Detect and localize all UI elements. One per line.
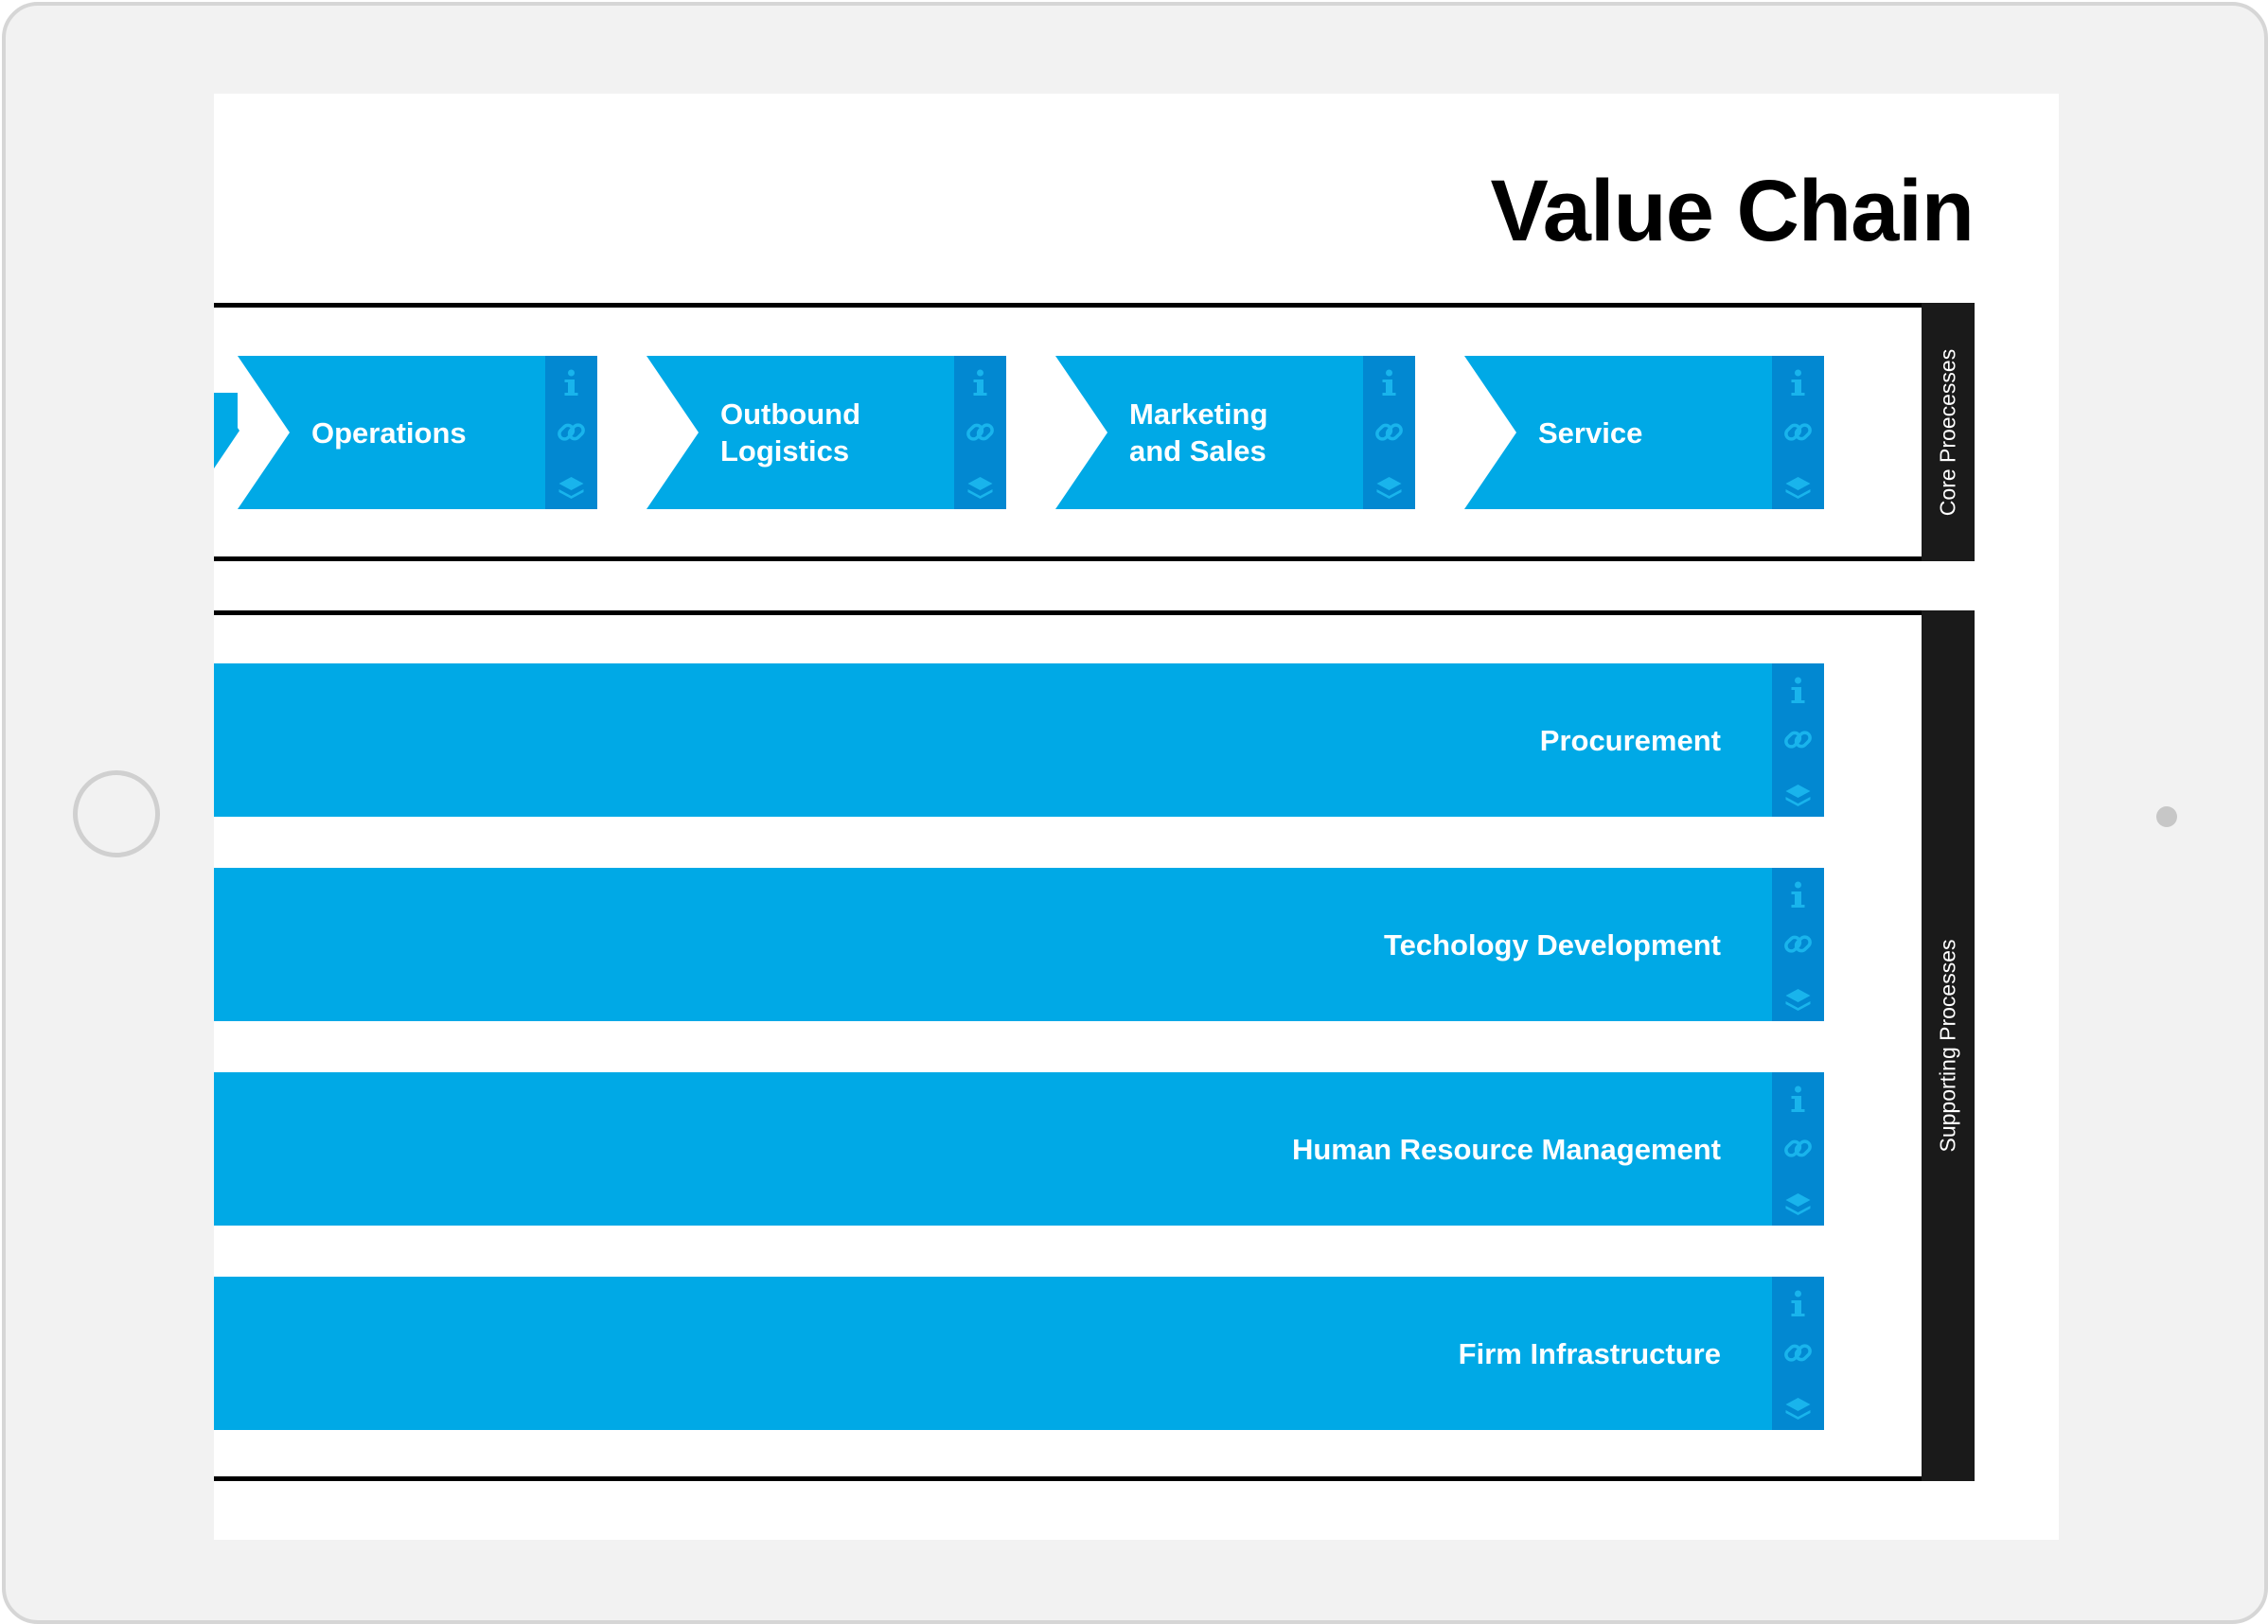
link-icon[interactable] bbox=[1784, 1139, 1813, 1157]
label-line: Service bbox=[1538, 415, 1643, 450]
info-icon[interactable] bbox=[1791, 1086, 1805, 1113]
layers-icon[interactable] bbox=[967, 477, 993, 499]
core-processes-section: Core Proecesses bbox=[214, 303, 1975, 561]
label-line: and Sales bbox=[1129, 434, 1267, 468]
info-icon[interactable] bbox=[1791, 677, 1805, 704]
info-icon[interactable] bbox=[1791, 369, 1805, 397]
home-button[interactable] bbox=[73, 770, 160, 857]
supporting-processes-section: Supporting Processes bbox=[214, 610, 1975, 1481]
support-label-firm-infrastructure: Firm Infrastructure bbox=[877, 1277, 1721, 1430]
value-chain-diagram bbox=[214, 356, 1824, 1430]
arrow-shape[interactable] bbox=[214, 868, 1824, 1021]
label-text: Procurement bbox=[1539, 723, 1721, 757]
chevron-shape[interactable] bbox=[1464, 356, 1824, 509]
link-icon[interactable] bbox=[558, 423, 586, 441]
core-label-service: Service bbox=[1538, 356, 1765, 509]
layers-icon[interactable] bbox=[1785, 477, 1811, 499]
support-label-procurement: Procurement bbox=[877, 663, 1721, 817]
link-icon[interactable] bbox=[1784, 731, 1813, 749]
core-label-outbound-logistics: Outbound Logistics bbox=[720, 356, 948, 509]
label-text: Techology Development bbox=[1384, 927, 1721, 962]
arrow-shape[interactable] bbox=[214, 1072, 1824, 1226]
info-icon[interactable] bbox=[1382, 369, 1396, 397]
chevron-shape[interactable] bbox=[647, 356, 1006, 509]
label-text: Firm Infrastructure bbox=[1458, 1336, 1721, 1370]
primary-activity-partial-chevron-tip[interactable] bbox=[214, 393, 239, 468]
arrow-shape[interactable] bbox=[214, 1277, 1824, 1430]
link-icon[interactable] bbox=[1784, 423, 1813, 441]
core-chevron-marketing-and-sales[interactable] bbox=[1055, 356, 1415, 509]
screen: Value Chain Core Proecesses Supporting P… bbox=[214, 94, 2059, 1540]
link-icon[interactable] bbox=[1375, 423, 1404, 441]
layers-icon[interactable] bbox=[1785, 1193, 1811, 1215]
label-text: Human Resource Management bbox=[1291, 1132, 1721, 1166]
chevron-shape[interactable] bbox=[238, 356, 597, 509]
layers-icon[interactable] bbox=[1785, 1398, 1811, 1420]
label-line: Marketing bbox=[1129, 397, 1268, 431]
link-icon[interactable] bbox=[1784, 1344, 1813, 1362]
camera-dot bbox=[2156, 806, 2177, 827]
layers-icon[interactable] bbox=[1376, 477, 1402, 499]
link-icon[interactable] bbox=[966, 423, 995, 441]
link-icon[interactable] bbox=[1784, 935, 1813, 953]
supporting-processes-label-bar: Supporting Processes bbox=[1922, 610, 1975, 1481]
page-title: Value Chain bbox=[1490, 163, 1975, 259]
chevron-shape[interactable] bbox=[1055, 356, 1415, 509]
support-label-human-resource-management: Human Resource Management bbox=[877, 1072, 1721, 1226]
info-icon[interactable] bbox=[564, 369, 578, 397]
label-line: Logistics bbox=[720, 434, 850, 468]
info-icon[interactable] bbox=[1791, 1290, 1805, 1317]
info-icon[interactable] bbox=[973, 369, 987, 397]
layers-icon[interactable] bbox=[1785, 785, 1811, 806]
label-line: Outbound bbox=[720, 397, 861, 431]
support-arrow-firm-infrastructure[interactable] bbox=[214, 1277, 1824, 1430]
core-label-operations: Operations bbox=[311, 356, 539, 509]
icon-layer bbox=[558, 369, 1813, 1420]
core-processes-label-bar: Core Proecesses bbox=[1922, 303, 1975, 561]
label-line: Operations bbox=[311, 415, 467, 450]
info-icon[interactable] bbox=[1791, 881, 1805, 909]
support-label-technology-development: Techology Development bbox=[877, 868, 1721, 1021]
layers-icon[interactable] bbox=[1785, 989, 1811, 1011]
core-label-marketing-and-sales: Marketing and Sales bbox=[1129, 356, 1356, 509]
layers-icon[interactable] bbox=[558, 477, 584, 499]
arrow-shape[interactable] bbox=[214, 663, 1824, 817]
